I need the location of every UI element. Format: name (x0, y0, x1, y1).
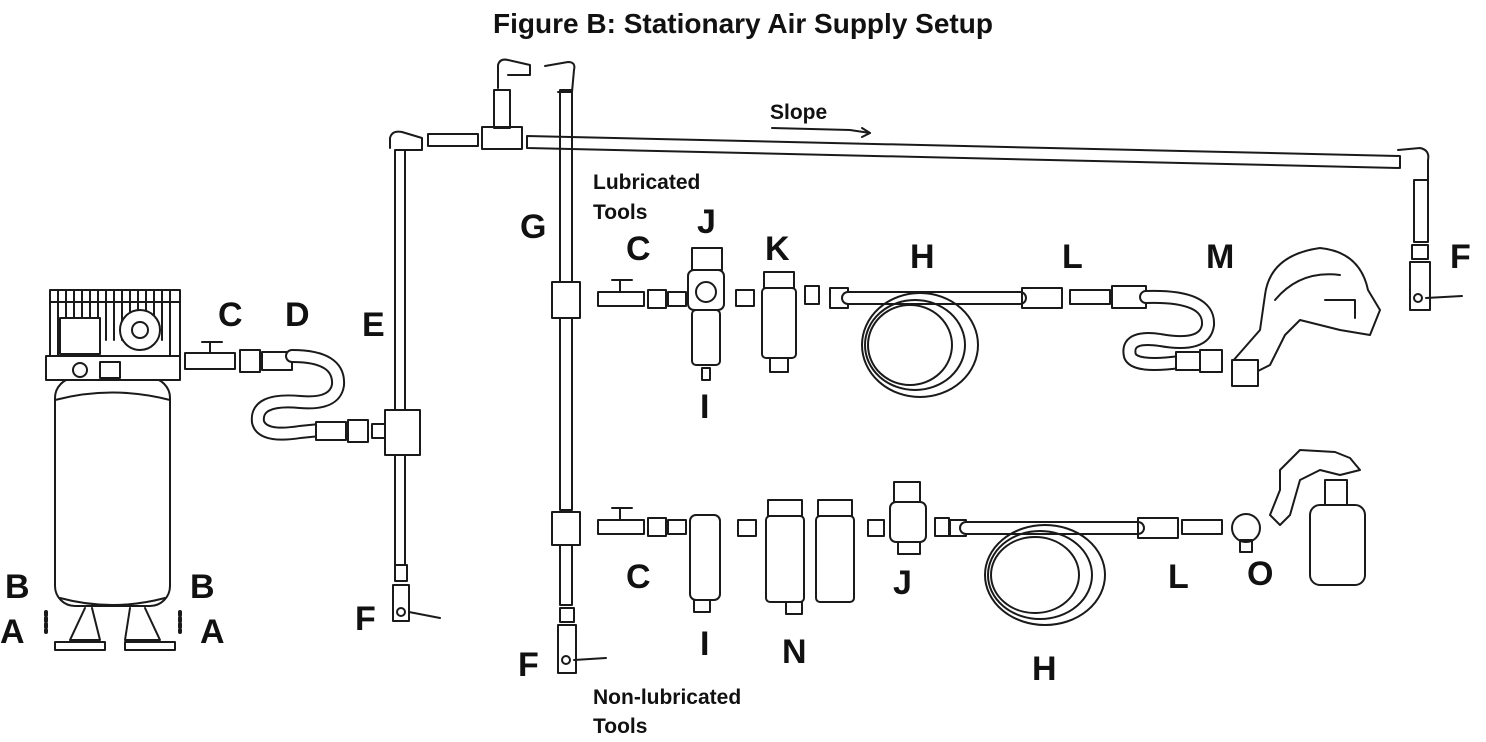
figure-title: Figure B: Stationary Air Supply Setup (493, 8, 993, 39)
callout-h-bottom: H (1032, 650, 1057, 688)
callout-m: M (1206, 238, 1235, 276)
lubricated-label-2: Tools (593, 201, 648, 224)
hose-d (185, 342, 394, 442)
callout-o: O (1247, 555, 1274, 593)
callout-l-bottom: L (1168, 558, 1189, 596)
impact-wrench-m (1232, 248, 1380, 386)
air-compressor (46, 290, 180, 650)
callout-k: K (765, 230, 790, 268)
callout-h-top: H (910, 238, 935, 276)
nonlubricated-label-1: Non-lubricated (593, 686, 742, 709)
callout-d: D (285, 296, 310, 334)
lubricated-label-1: Lubricated (593, 171, 701, 194)
callout-c-lubricated: C (626, 230, 651, 268)
callout-f-e: F (355, 600, 376, 638)
riser-pipe-e (385, 132, 440, 621)
callout-a-right: A (200, 613, 225, 651)
callout-i-top: I (700, 388, 710, 426)
callout-i-bottom: I (700, 625, 710, 663)
callout-b-right: B (190, 568, 215, 606)
callout-c-nonlubricated: C (626, 558, 651, 596)
callout-b-left: B (5, 568, 30, 606)
callout-g: G (520, 208, 547, 246)
nonlubricated-label-2: Tools (593, 715, 648, 738)
callout-f-g: F (518, 646, 539, 684)
callout-f-right: F (1450, 238, 1471, 276)
callout-l-top: L (1062, 238, 1083, 276)
callout-j-top: J (697, 203, 716, 241)
callout-n: N (782, 633, 807, 671)
callout-e: E (362, 306, 385, 344)
lubricated-line (598, 248, 1222, 397)
callout-a-left: A (0, 613, 25, 651)
callout-c-compressor: C (218, 296, 243, 334)
nonlubricated-line (598, 450, 1365, 625)
callout-j-bottom: J (893, 564, 912, 602)
header-pipe (428, 60, 1462, 310)
riser-pipe-g (552, 282, 606, 673)
slope-label: Slope (770, 101, 828, 124)
